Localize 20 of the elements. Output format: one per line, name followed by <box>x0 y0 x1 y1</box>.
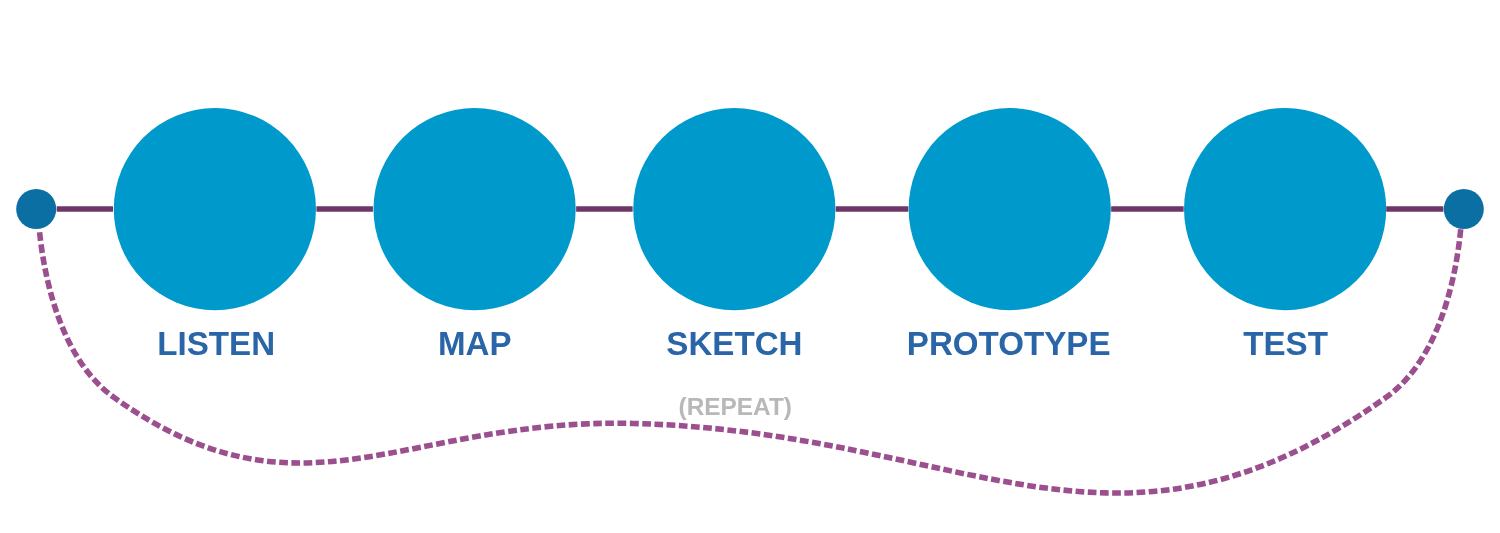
node-circle <box>373 107 576 311</box>
connector <box>576 206 633 212</box>
node-circle <box>908 107 1111 311</box>
node-circle <box>16 189 57 230</box>
node-label: PROTOTYPE <box>906 324 1111 362</box>
connector <box>1111 206 1184 212</box>
edge-label: (REPEAT) <box>678 393 792 421</box>
connector <box>1386 206 1444 212</box>
connector <box>835 206 909 212</box>
connector <box>56 206 113 212</box>
node-circle <box>633 107 836 311</box>
node-label: LISTEN <box>157 324 276 362</box>
node-label: SKETCH <box>666 324 803 362</box>
node-label: TEST <box>1243 324 1328 362</box>
node-circle <box>1443 189 1484 230</box>
connector <box>316 206 373 212</box>
node-circle <box>1184 107 1387 311</box>
node-circle <box>113 107 316 311</box>
node-label: MAP <box>437 324 512 362</box>
connector <box>36 228 1464 495</box>
